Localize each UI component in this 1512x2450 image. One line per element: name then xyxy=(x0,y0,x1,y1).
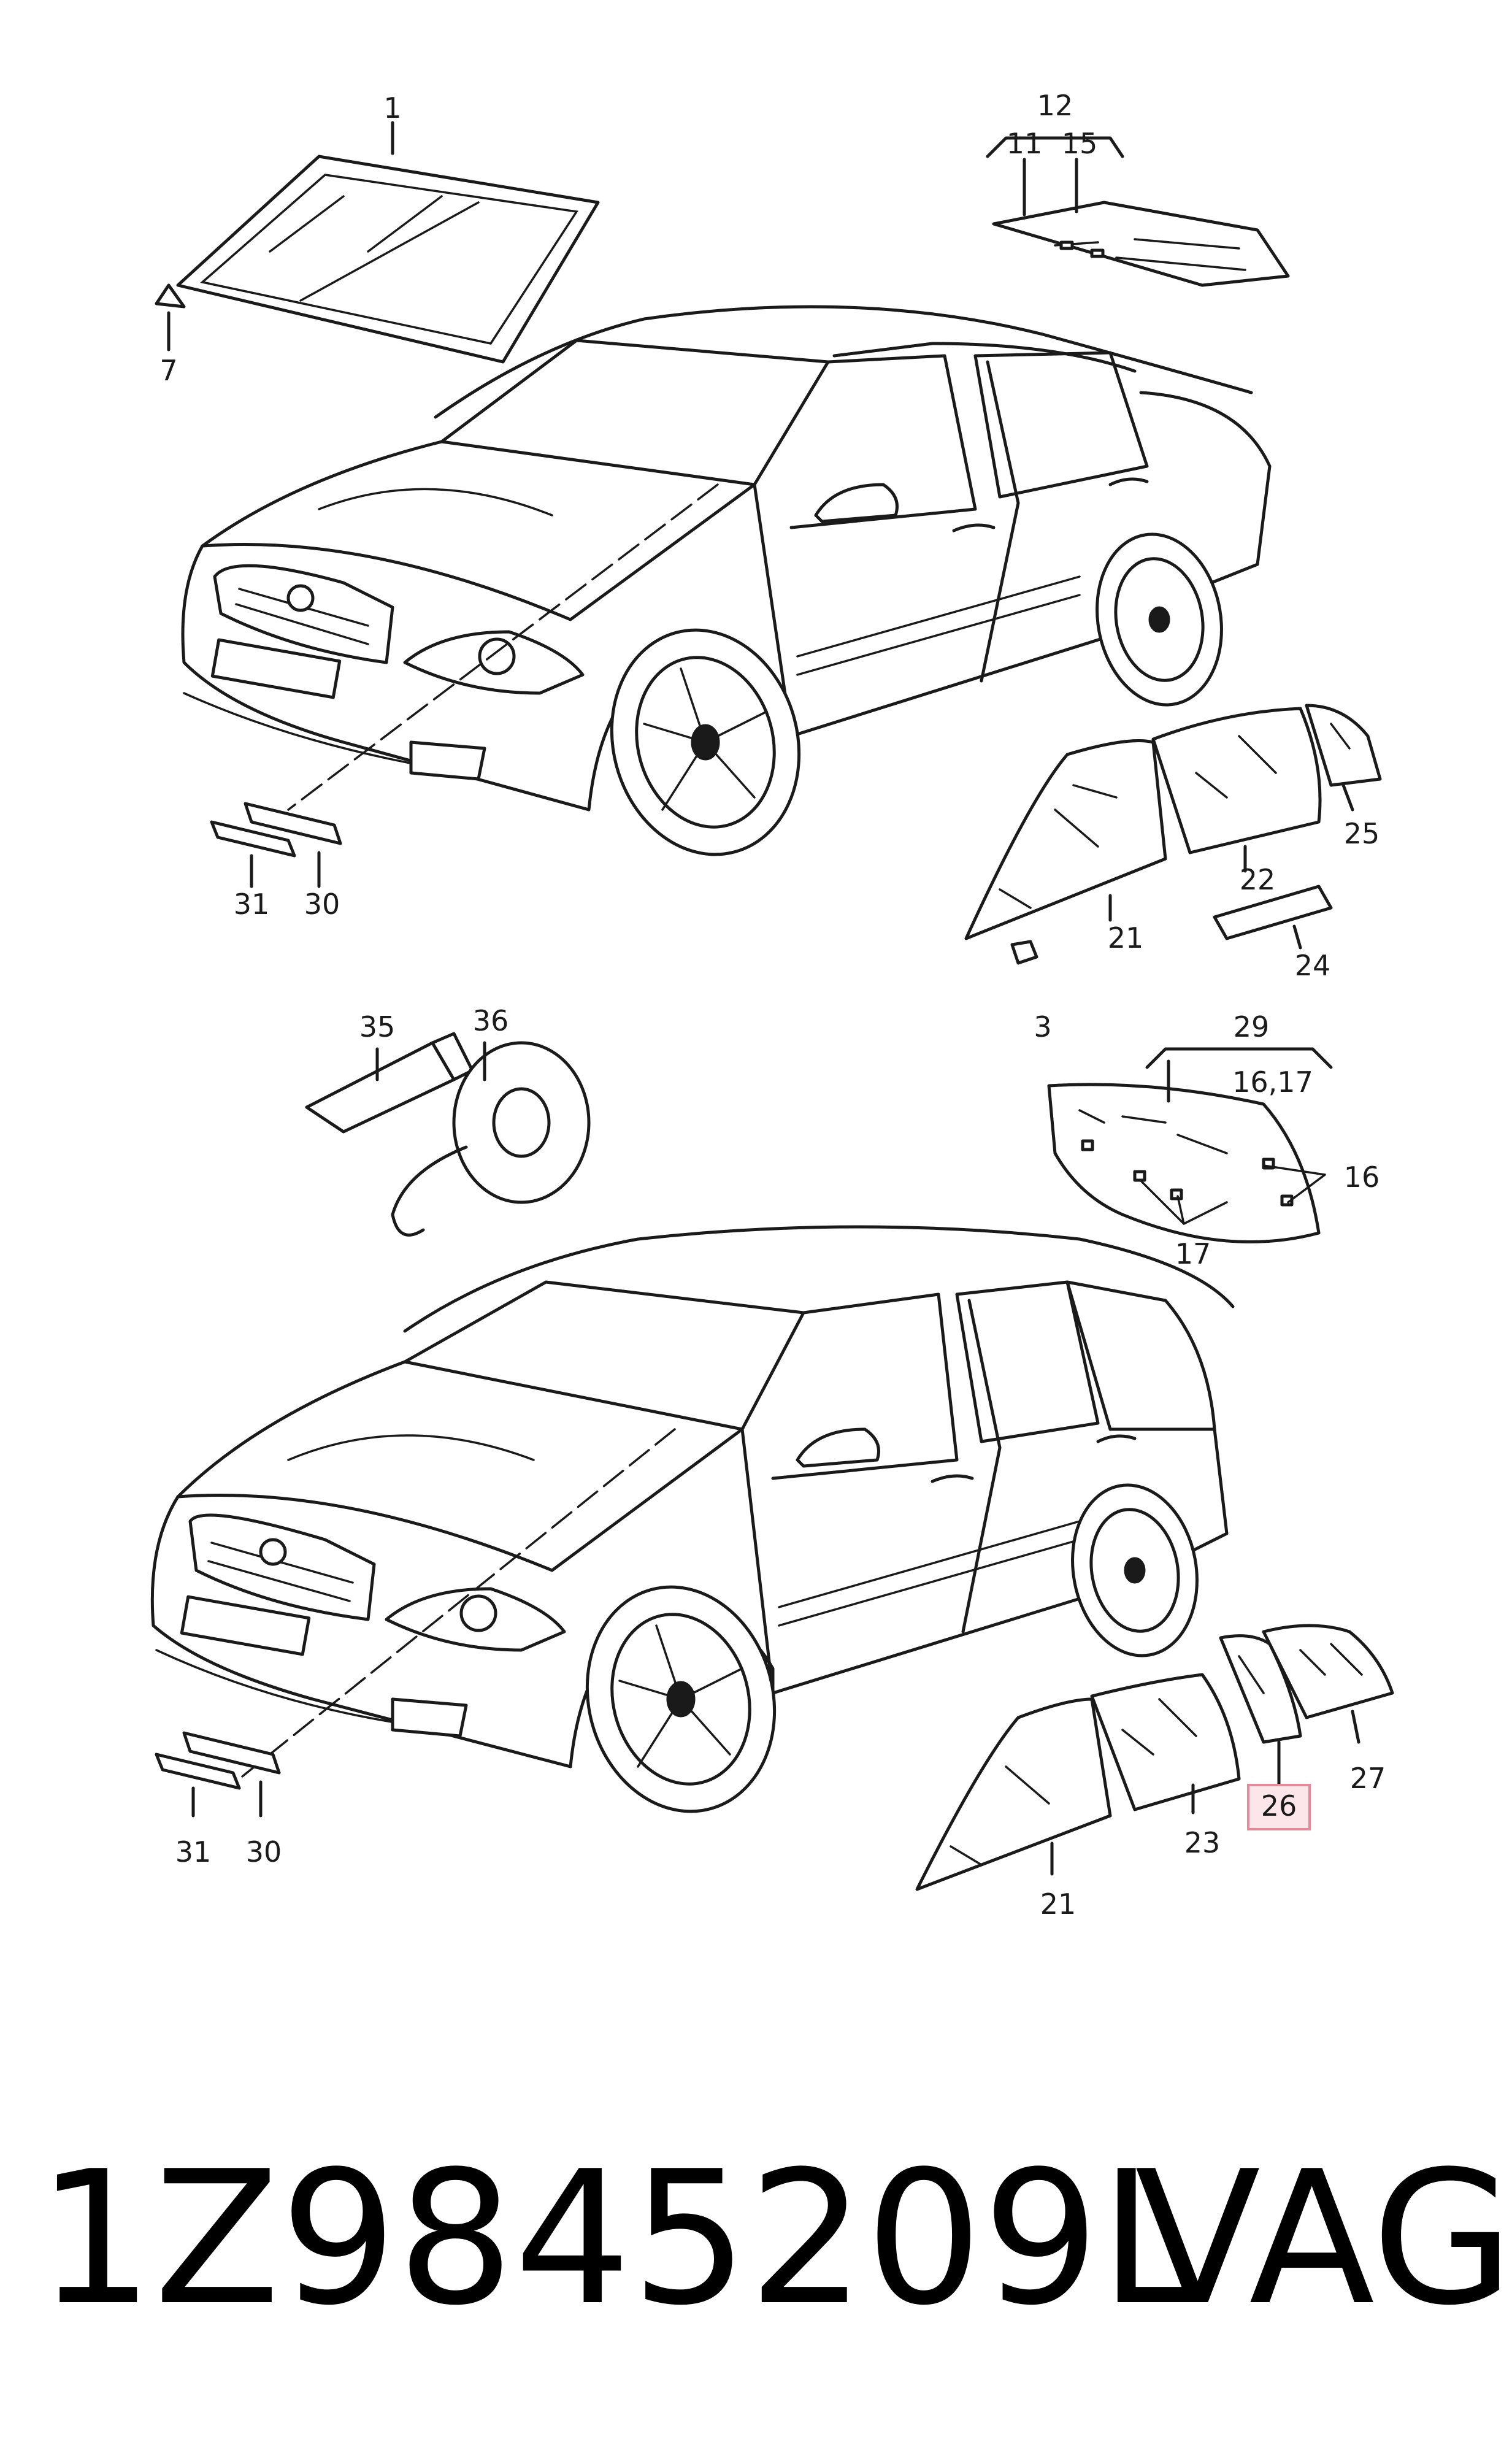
callout-29: 29 xyxy=(1234,1010,1270,1043)
callout-30-sedan: 30 xyxy=(304,888,340,921)
callout-22: 22 xyxy=(1240,863,1276,896)
callout-26: 26 xyxy=(1261,1789,1297,1822)
estate-car-body xyxy=(150,1225,1235,1813)
callout-16: 16 xyxy=(1344,1161,1380,1194)
callout-36: 36 xyxy=(473,1004,509,1037)
highlight-box-26 xyxy=(1247,1784,1311,1830)
callout-3: 3 xyxy=(1034,1010,1051,1043)
callout-11: 11 xyxy=(1007,127,1043,160)
side-windows-sedan xyxy=(964,704,1382,965)
part-number: 1Z9845209L xyxy=(37,2132,1202,2346)
callout-30-estate: 30 xyxy=(246,1835,282,1868)
callout-15: 15 xyxy=(1062,127,1098,160)
adhesive-tube xyxy=(305,1032,474,1134)
callout-31-sedan: 31 xyxy=(234,888,270,921)
rear-window-combi xyxy=(1047,1047,1333,1244)
rear-window-glass xyxy=(986,136,1290,287)
callout-21-sedan: 21 xyxy=(1108,921,1144,954)
callout-16-17: 16,17 xyxy=(1232,1066,1313,1099)
sedan-car-body xyxy=(181,305,1272,856)
callout-31-estate: 31 xyxy=(175,1835,212,1868)
badge-emblem-sedan xyxy=(210,802,342,888)
callout-labels: 1 7 12 11 15 31 30 21 22 25 24 3 35 36 2… xyxy=(159,89,1386,1921)
callout-17: 17 xyxy=(1175,1237,1211,1270)
windscreen-glass xyxy=(176,121,600,364)
callout-7: 7 xyxy=(159,354,177,387)
callout-1: 1 xyxy=(383,91,401,125)
callout-23: 23 xyxy=(1184,1826,1221,1859)
badge-emblem-estate xyxy=(155,1731,281,1818)
side-windows-estate xyxy=(915,1624,1394,1891)
brand-name: VAG xyxy=(1135,2132,1512,2346)
windscreen-clip xyxy=(155,283,186,351)
wire-cutting-cord-roll xyxy=(391,1041,591,1237)
callout-12: 12 xyxy=(1037,89,1073,122)
callout-25: 25 xyxy=(1344,817,1380,850)
callout-21-estate: 21 xyxy=(1040,1887,1076,1921)
callout-24: 24 xyxy=(1295,949,1331,982)
callout-27: 27 xyxy=(1350,1762,1386,1795)
callout-35: 35 xyxy=(359,1010,396,1043)
